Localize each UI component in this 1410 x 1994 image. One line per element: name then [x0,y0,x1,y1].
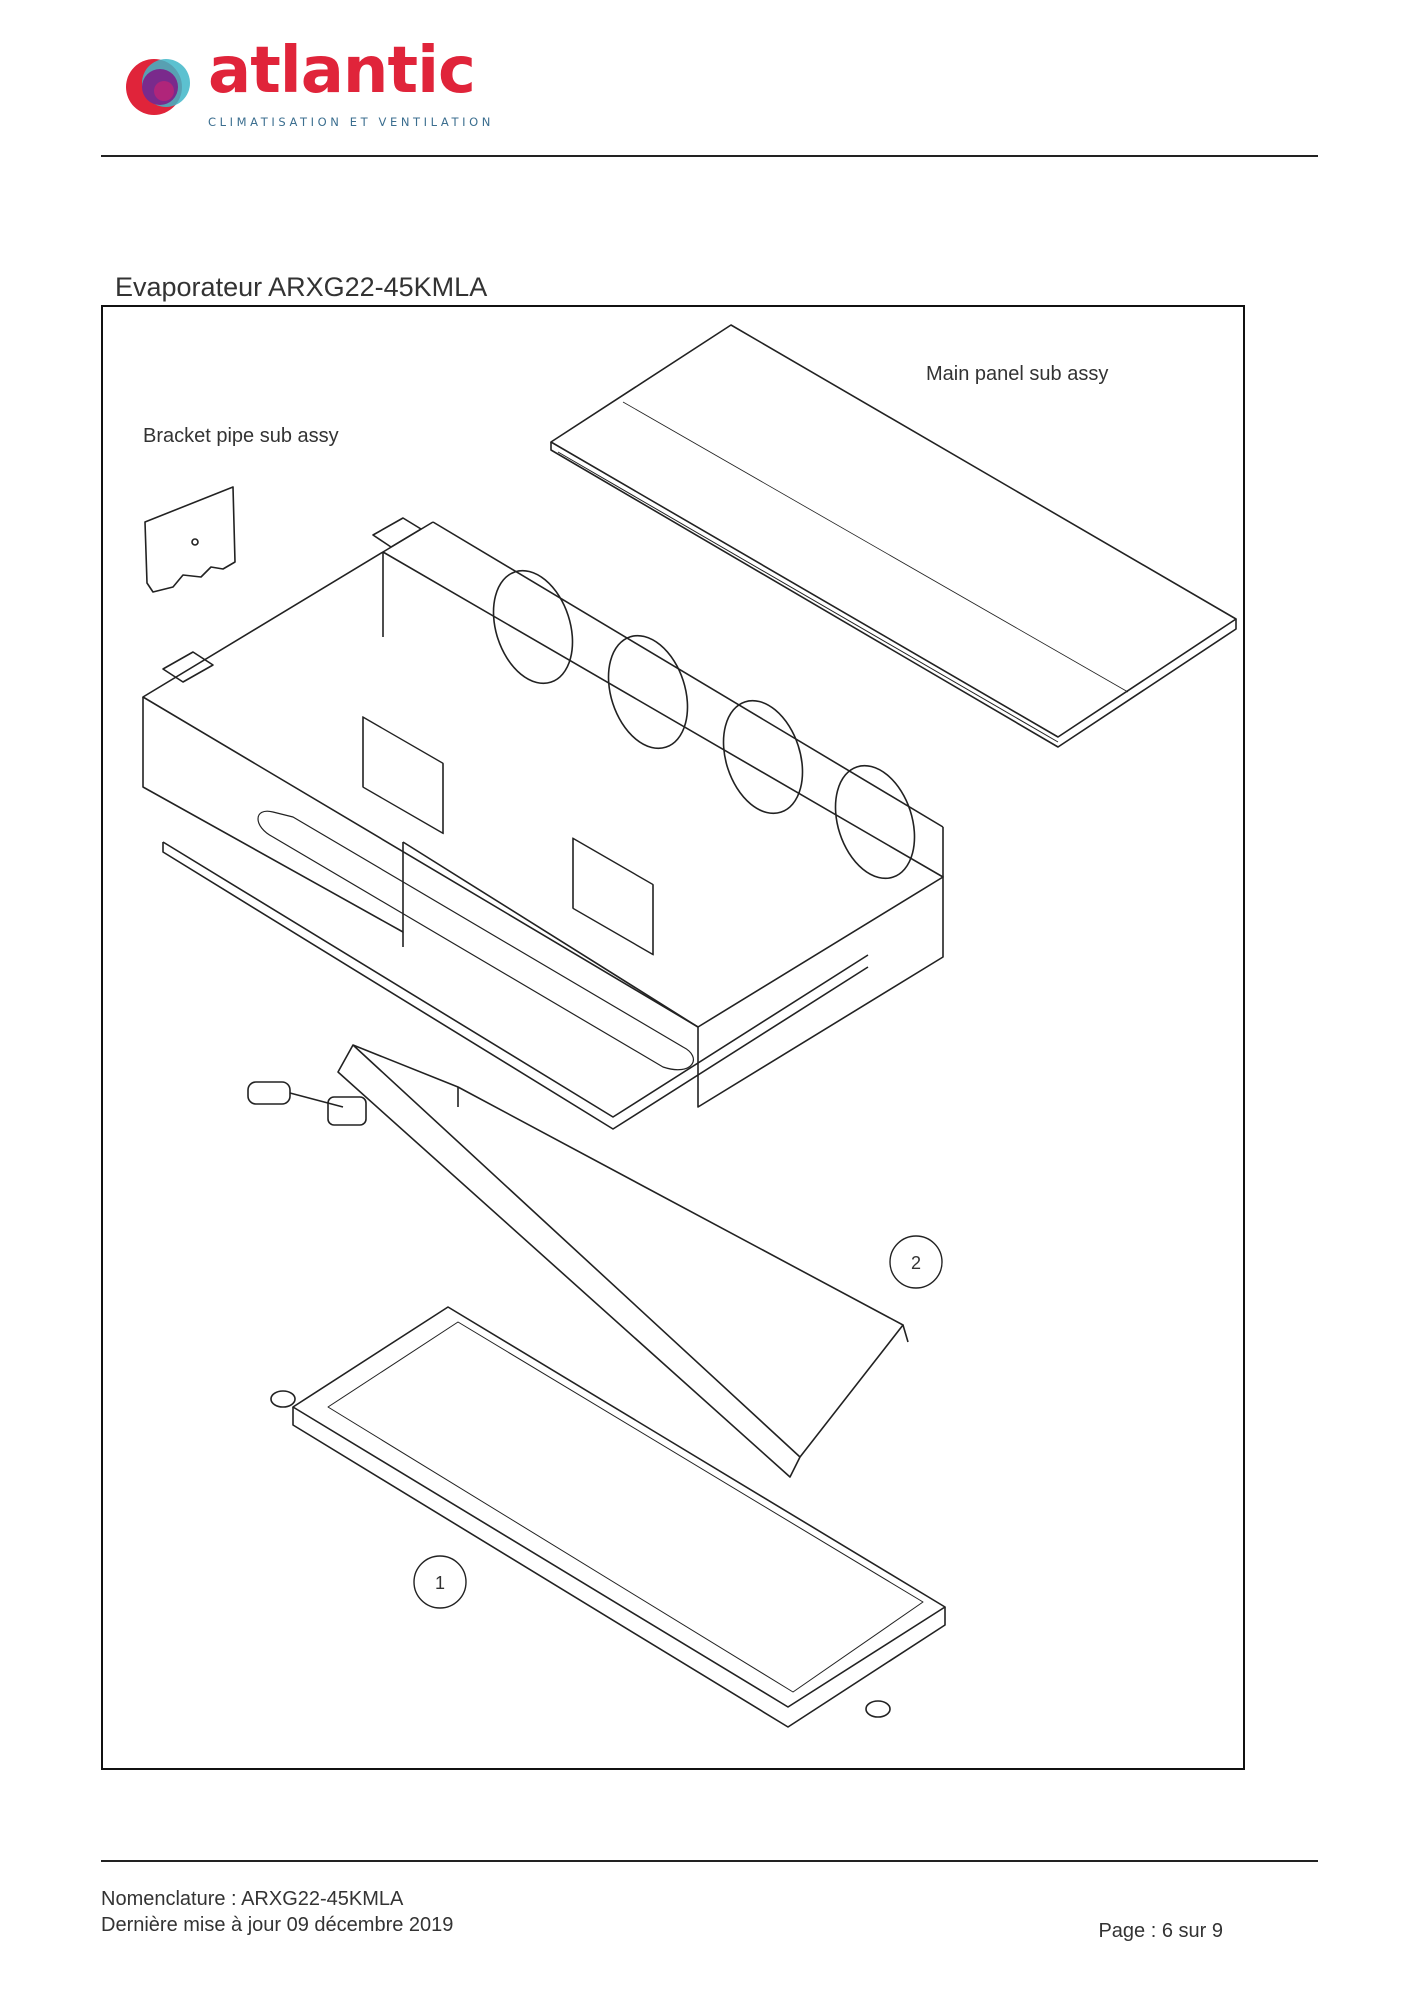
coil-part [247,1044,909,1478]
callout-1-label: 1 [435,1573,445,1593]
bracket-pipe-part [144,486,236,593]
callout-2-circle [889,1235,943,1289]
callout-1-circle [413,1555,467,1609]
brand-name: atlantic [208,34,476,108]
logo-mark-icon [126,59,190,115]
section-title: Evaporateur ARXG22-45KMLA [115,272,488,302]
main-panel-part [550,324,1237,748]
header-rule [101,155,1318,157]
brand-tagline: CLIMATISATION ET VENTILATION [208,115,494,129]
diagram-drawing: Main panel sub assy Bracket pipe sub ass… [142,324,1237,1728]
label-bracket-pipe: Bracket pipe sub assy [143,425,339,447]
footer-updated: Dernière mise à jour 09 décembre 2019 [101,1914,454,1936]
exploded-diagram: Main panel sub assy Bracket pipe sub ass… [101,305,1245,1770]
callout-2-label: 2 [911,1253,921,1273]
footer-nomenclature: Nomenclature : ARXG22-45KMLA [101,1888,404,1910]
label-main-panel: Main panel sub assy [926,363,1108,385]
footer-rule [101,1860,1318,1862]
brand-logo: atlantic CLIMATISATION ET VENTILATION [120,39,500,135]
footer-page-number: Page : 6 sur 9 [1098,1920,1223,1942]
drain-pan-part [270,1306,946,1728]
casing-part [142,517,944,1130]
